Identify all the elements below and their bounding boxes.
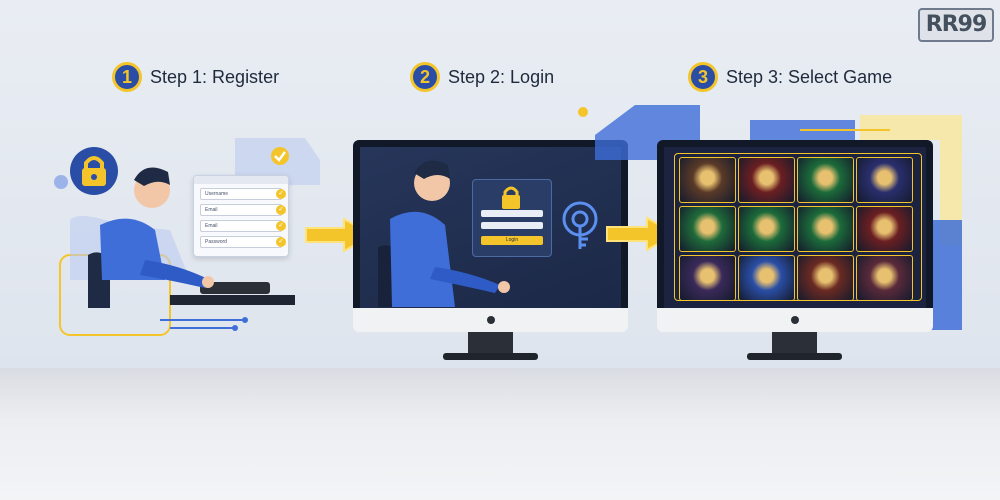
key-icon xyxy=(562,201,598,249)
game-tile[interactable] xyxy=(797,206,854,252)
game-tile[interactable] xyxy=(679,255,736,301)
email-field[interactable]: Email ✓ xyxy=(200,204,286,216)
login-username-input[interactable] xyxy=(481,210,543,217)
register-form: Username ✓ Email ✓ Email ✓ Password ✓ xyxy=(193,175,289,257)
padlock-icon xyxy=(502,186,520,209)
email-confirm-field-label: Email xyxy=(205,223,218,229)
game-tile[interactable] xyxy=(738,206,795,252)
step-2-badge: 2 xyxy=(410,62,440,92)
step-3-badge: 3 xyxy=(688,62,718,92)
game-screen xyxy=(664,147,926,308)
step-2-label: Step 2: Login xyxy=(448,66,555,87)
step-1-header: 1 Step 1: Register xyxy=(112,62,279,92)
decor-dot xyxy=(54,175,68,189)
username-field-label: Username xyxy=(205,191,229,197)
floor xyxy=(0,368,1000,500)
step-3-header: 3 Step 3: Select Game xyxy=(688,62,892,92)
game-tile[interactable] xyxy=(856,255,913,301)
brand-logo: RR99 xyxy=(918,8,994,42)
game-tile[interactable] xyxy=(738,157,795,203)
check-icon: ✓ xyxy=(276,189,286,199)
monitor-base xyxy=(443,353,538,360)
game-tile[interactable] xyxy=(797,255,854,301)
lock-icon xyxy=(70,147,118,195)
power-indicator xyxy=(791,316,799,324)
login-monitor: Login xyxy=(353,140,628,365)
game-tile[interactable] xyxy=(679,206,736,252)
game-monitor xyxy=(657,140,933,365)
check-icon: ✓ xyxy=(276,221,286,231)
username-field[interactable]: Username ✓ xyxy=(200,188,286,200)
login-password-input[interactable] xyxy=(481,222,543,229)
user-at-computer-illustration xyxy=(378,160,510,307)
step-2-header: 2 Step 2: Login xyxy=(410,62,554,92)
monitor-stand xyxy=(468,332,513,354)
register-form-header xyxy=(194,176,288,184)
step-1-label: Step 1: Register xyxy=(150,66,280,87)
game-tile[interactable] xyxy=(856,206,913,252)
game-tile[interactable] xyxy=(679,157,736,203)
email-confirm-field[interactable]: Email ✓ xyxy=(200,220,286,232)
game-tile[interactable] xyxy=(797,157,854,203)
password-field-label: Password xyxy=(205,239,227,245)
check-icon: ✓ xyxy=(276,205,286,215)
game-tile[interactable] xyxy=(738,255,795,301)
power-indicator xyxy=(487,316,495,324)
login-button[interactable]: Login xyxy=(481,236,543,245)
check-icon xyxy=(271,147,289,165)
step-3-label: Step 3: Select Game xyxy=(726,66,893,87)
monitor-base xyxy=(747,353,842,360)
check-icon: ✓ xyxy=(276,237,286,247)
login-screen: Login xyxy=(360,147,621,308)
email-field-label: Email xyxy=(205,207,218,213)
password-field[interactable]: Password ✓ xyxy=(200,236,286,248)
monitor-stand xyxy=(772,332,817,354)
register-illustration xyxy=(59,138,320,336)
game-tile[interactable] xyxy=(856,157,913,203)
step-1-badge: 1 xyxy=(112,62,142,92)
login-form: Login xyxy=(472,179,552,257)
